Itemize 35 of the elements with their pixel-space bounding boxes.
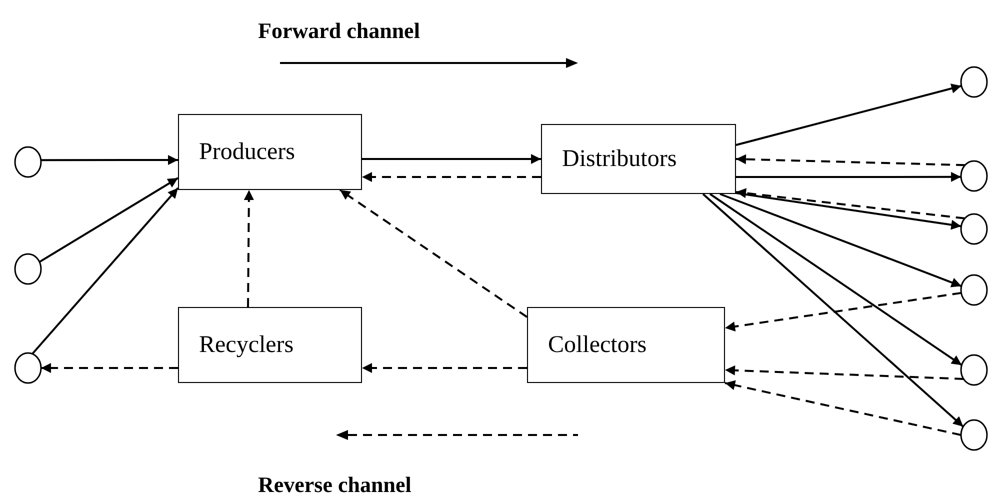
arrow — [724, 380, 962, 436]
arrow — [736, 188, 965, 220]
arrow — [41, 363, 178, 373]
arrow — [339, 189, 528, 318]
circle-node — [14, 253, 42, 285]
arrow — [362, 154, 541, 164]
arrow — [736, 84, 962, 146]
process-box: Distributors — [541, 124, 736, 194]
circle-node — [14, 146, 42, 178]
circle-node — [960, 419, 988, 451]
arrow — [38, 177, 179, 263]
process-box: Producers — [178, 114, 362, 190]
arrow — [736, 172, 962, 182]
circle-node — [960, 354, 988, 386]
arrow — [736, 154, 966, 166]
arrow — [724, 292, 962, 332]
circle-node — [960, 160, 988, 192]
arrow — [702, 193, 964, 428]
arrow — [362, 172, 541, 182]
arrow — [244, 190, 254, 308]
channel-label: Forward channel — [258, 17, 420, 45]
arrow — [32, 187, 179, 355]
arrow — [362, 363, 527, 373]
circle-node — [960, 213, 988, 245]
arrow — [724, 365, 964, 380]
arrow — [709, 193, 962, 366]
channel-label: Reverse channel — [258, 471, 412, 499]
circle-node — [14, 352, 42, 384]
circle-node — [960, 274, 988, 306]
arrow — [736, 192, 962, 230]
arrow — [40, 155, 178, 165]
arrow — [720, 193, 962, 288]
process-box: Recyclers — [178, 307, 362, 383]
process-box: Collectors — [527, 307, 725, 383]
circle-node — [960, 66, 988, 98]
